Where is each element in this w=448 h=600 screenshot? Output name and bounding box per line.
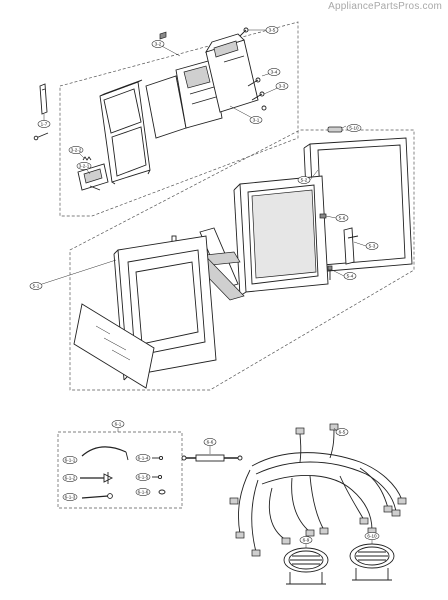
svg-text:1-7: 1-7 — [41, 122, 48, 127]
harness-connectors — [229, 423, 407, 557]
rack-6-10[interactable] — [349, 543, 395, 581]
watermark: AppliancePartsPros.com — [328, 1, 442, 12]
control-panel-group: 3-2 3-5 3-4 3-3 3-1 1-7 3-2-2 — [33, 21, 299, 217]
door-hinge-5-3[interactable] — [343, 227, 359, 265]
door-group: 5-10 5-2 5-6 5-3 5-4 5-1 — [29, 124, 415, 391]
accessory-kit-boundary — [57, 431, 183, 509]
callout-3-2-2: 3-2-2 — [68, 146, 84, 154]
control-box[interactable] — [205, 33, 259, 113]
screw-6-1-5[interactable] — [152, 474, 163, 480]
svg-text:5-6: 5-6 — [339, 216, 346, 221]
door-outer-frame[interactable] — [303, 137, 413, 277]
wire-harness-6-5[interactable] — [229, 423, 407, 557]
callout-6-5: 6-5 — [335, 428, 349, 436]
svg-text:5-1: 5-1 — [33, 284, 40, 289]
svg-text:3-3: 3-3 — [279, 84, 286, 89]
callout-6-1-4: 6-1-4 — [135, 454, 151, 462]
cable-6-6[interactable] — [181, 454, 243, 462]
side-strip-part[interactable] — [39, 83, 48, 115]
callout-5-10: 5-10 — [346, 124, 362, 132]
callout-3-2: 3-2 — [151, 40, 165, 48]
callout-6-1-3: 6-1-3 — [62, 493, 78, 501]
toggle-bolt-6-1-2[interactable] — [80, 472, 114, 484]
svg-text:5-3: 5-3 — [369, 244, 376, 249]
door-mesh-screen — [251, 189, 317, 279]
door-latch-5-10[interactable] — [327, 126, 343, 133]
callout-6-1-2: 6-1-2 — [62, 474, 78, 482]
screw-3-5[interactable] — [239, 27, 249, 37]
svg-text:3-2: 3-2 — [155, 42, 162, 47]
callout-5-3: 5-3 — [365, 242, 379, 250]
callout-6-1-6: 6-1-6 — [135, 488, 151, 496]
door-hinge-5-4[interactable] — [327, 265, 333, 280]
svg-text:6-1-4: 6-1-4 — [138, 456, 149, 461]
svg-text:6-1-3: 6-1-3 — [65, 495, 76, 500]
svg-text:6-1: 6-1 — [115, 422, 122, 427]
control-pcb[interactable] — [175, 59, 223, 129]
svg-text:6-10: 6-10 — [367, 534, 377, 539]
control-panel-frame[interactable] — [99, 79, 151, 185]
callout-6-10: 6-10 — [364, 532, 380, 540]
callout-5-2: 5-2 — [297, 176, 311, 184]
callout-6-9: 6-9 — [299, 536, 313, 544]
svg-text:6-6: 6-6 — [207, 440, 214, 445]
door-hook-5-6[interactable] — [319, 213, 327, 219]
screw-1-7[interactable] — [33, 132, 49, 141]
svg-text:6-5: 6-5 — [339, 430, 346, 435]
callout-3-1: 3-1 — [249, 116, 263, 124]
callout-3-2-1: 3-2-1 — [76, 162, 92, 170]
callout-6-1-5: 6-1-5 — [135, 473, 151, 481]
screw-6-1-4[interactable] — [152, 455, 164, 461]
svg-text:6-9: 6-9 — [303, 538, 310, 543]
svg-text:5-4: 5-4 — [347, 274, 354, 279]
svg-text:3-5: 3-5 — [269, 28, 276, 33]
callout-5-1: 5-1 — [29, 282, 43, 290]
mounting-hook-6-1-1[interactable] — [81, 446, 129, 461]
callout-3-4: 3-4 — [267, 68, 281, 76]
svg-text:5-2: 5-2 — [301, 178, 308, 183]
svg-text:6-1-1: 6-1-1 — [65, 458, 76, 463]
svg-text:3-4: 3-4 — [271, 70, 278, 75]
svg-text:6-1-5: 6-1-5 — [138, 475, 149, 480]
callout-6-1: 6-1 — [111, 420, 125, 428]
door-glass[interactable] — [73, 303, 155, 389]
accessory-kit-group: 6-1 6-1-1 6-1-2 6-1-3 6-1-4 6-1-5 6-1-6 — [57, 420, 183, 509]
callout-3-5: 3-5 — [265, 26, 279, 34]
spring-3-2-2[interactable] — [82, 156, 92, 161]
washer-6-1-6[interactable] — [158, 489, 166, 495]
svg-text:3-1: 3-1 — [253, 118, 260, 123]
rack-6-9[interactable] — [283, 547, 329, 585]
callout-6-6: 6-6 — [203, 438, 217, 446]
wood-screw-6-1-3[interactable] — [81, 493, 113, 499]
callout-3-3: 3-3 — [275, 82, 289, 90]
callout-6-1-1: 6-1-1 — [62, 456, 78, 464]
svg-text:6-1-6: 6-1-6 — [138, 490, 149, 495]
callout-5-6: 5-6 — [335, 214, 349, 222]
svg-text:3-2-2: 3-2-2 — [71, 148, 82, 153]
callout-5-4: 5-4 — [343, 272, 357, 280]
svg-text:3-2-1: 3-2-1 — [79, 164, 90, 169]
svg-text:5-10: 5-10 — [349, 126, 359, 131]
door-boundary — [69, 129, 415, 391]
door-inner-panel[interactable] — [233, 175, 329, 297]
door-open-button[interactable] — [77, 163, 109, 191]
control-panel-boundary — [59, 21, 299, 217]
callout-1-7: 1-7 — [37, 120, 51, 128]
svg-text:6-1-2: 6-1-2 — [65, 476, 76, 481]
